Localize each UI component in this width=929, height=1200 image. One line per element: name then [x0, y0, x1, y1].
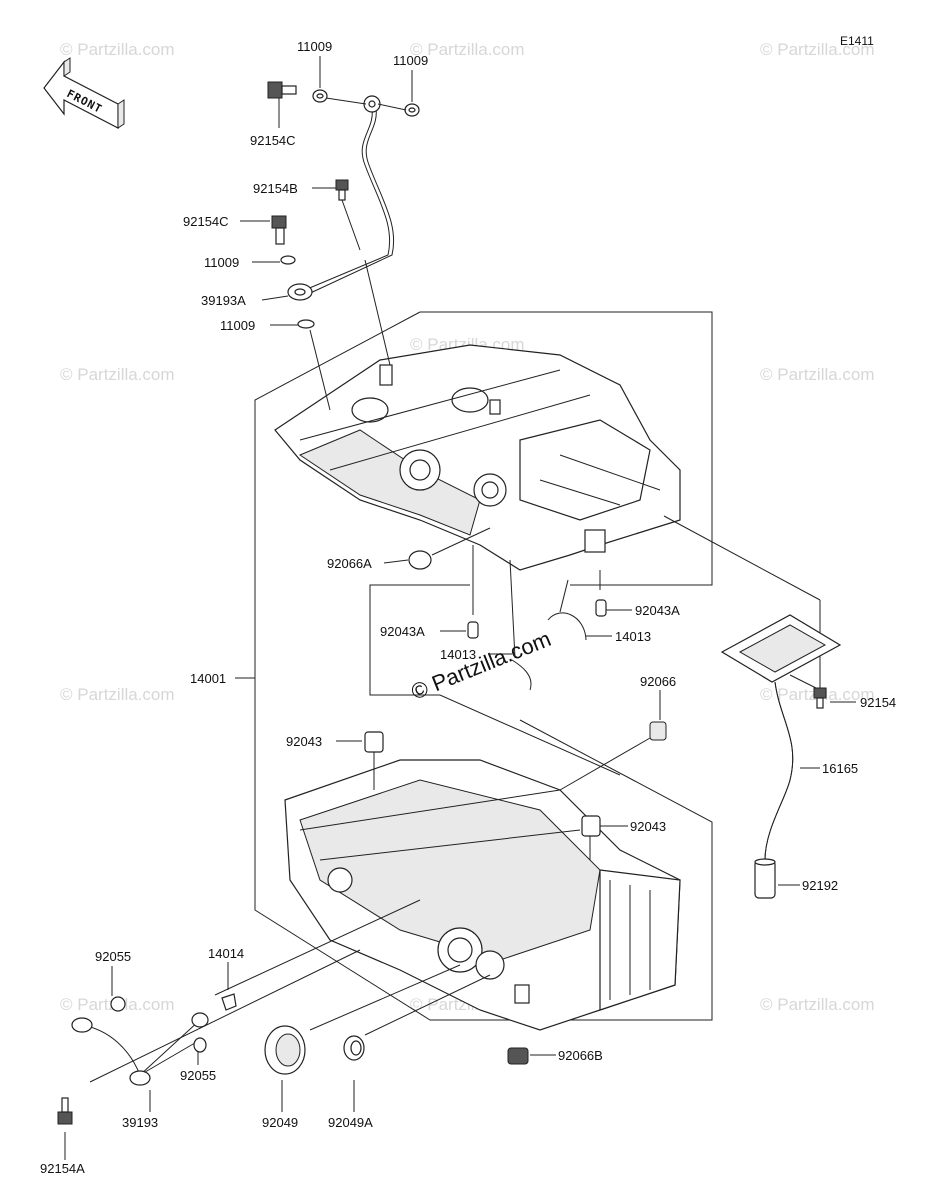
label-14001: 14001 — [190, 671, 226, 686]
oil-strainer-16165 — [720, 614, 842, 861]
watermark: © Partzilla.com — [760, 995, 875, 1014]
label-11009: 11009 — [297, 39, 332, 54]
label-14013: 14013 — [440, 647, 476, 662]
label-92043a: 92043A — [635, 603, 680, 618]
cap-14014 — [221, 993, 237, 1011]
washer-11009-d — [297, 319, 315, 329]
bearing-14013-left — [511, 659, 532, 691]
washer-11009-b — [404, 103, 420, 117]
label-11009: 11009 — [393, 53, 428, 68]
center-watermark: © Partzilla.com — [408, 626, 555, 705]
bolt-92154a — [57, 1097, 73, 1125]
label-92055: 92055 — [95, 949, 131, 964]
washer-92055-bot — [193, 1037, 207, 1053]
label-92154a: 92154A — [40, 1161, 85, 1176]
label-39193a: 39193A — [201, 293, 246, 308]
dowel-92066a — [408, 550, 432, 570]
label-92154b: 92154B — [253, 181, 298, 196]
label-92043a: 92043A — [380, 624, 425, 639]
label-92154c: 92154C — [250, 133, 296, 148]
washer-92055-top — [110, 996, 126, 1012]
dowel-92043a-right — [595, 599, 607, 617]
lower-crankcase — [284, 759, 681, 1031]
watermark: © Partzilla.com — [60, 40, 175, 59]
label-92154: 92154 — [860, 695, 896, 710]
bolt-92154c-top — [267, 81, 297, 128]
label-11009: 11009 — [220, 318, 255, 333]
label-92049: 92049 — [262, 1115, 298, 1130]
front-arrow-icon: FRONT — [43, 57, 125, 129]
label-92043: 92043 — [630, 819, 666, 834]
label-16165: 16165 — [822, 761, 858, 776]
cap-92066 — [649, 721, 667, 741]
oil-pipe-upper — [287, 95, 395, 301]
label-14014: 14014 — [208, 946, 244, 961]
label-39193: 39193 — [122, 1115, 158, 1130]
label-92066b: 92066B — [558, 1048, 603, 1063]
washer-11009-a — [312, 89, 328, 103]
watermark: © Partzilla.com — [60, 685, 175, 704]
label-92154c: 92154C — [183, 214, 229, 229]
label-92066: 92066 — [640, 674, 676, 689]
part-labels: 11009 11009 92154C 92154B 92154C 11009 3… — [40, 39, 896, 1176]
dowel-92043-left — [364, 731, 384, 753]
bolt-92154c-mid — [271, 215, 287, 245]
assembly-frame — [254, 311, 713, 1021]
diagram-code: E1411 — [840, 34, 874, 48]
label-11009: 11009 — [204, 255, 239, 270]
label-92049a: 92049A — [328, 1115, 373, 1130]
cap-92066b — [507, 1047, 529, 1065]
label-92043: 92043 — [286, 734, 322, 749]
washer-11009-c — [280, 255, 296, 265]
label-92066a: 92066A — [327, 556, 372, 571]
bolt-92154b — [335, 179, 349, 201]
oil-pipe-39193 — [71, 1012, 209, 1086]
label-14013: 14013 — [615, 629, 651, 644]
oil-seal-92049a — [343, 1035, 365, 1061]
upper-crankcase — [274, 344, 681, 571]
dowel-92043-right — [581, 815, 601, 837]
bolt-92154 — [813, 687, 827, 709]
watermark: © Partzilla.com — [60, 365, 175, 384]
dowel-92043a-left — [467, 621, 479, 639]
oil-seal-92049 — [264, 1025, 306, 1075]
label-92055: 92055 — [180, 1068, 216, 1083]
watermark: © Partzilla.com — [760, 365, 875, 384]
o-ring-92192 — [754, 858, 776, 899]
watermark: © Partzilla.com — [410, 40, 525, 59]
label-92192: 92192 — [802, 878, 838, 893]
bearing-14013-right — [547, 612, 587, 641]
watermark: © Partzilla.com — [760, 40, 875, 59]
